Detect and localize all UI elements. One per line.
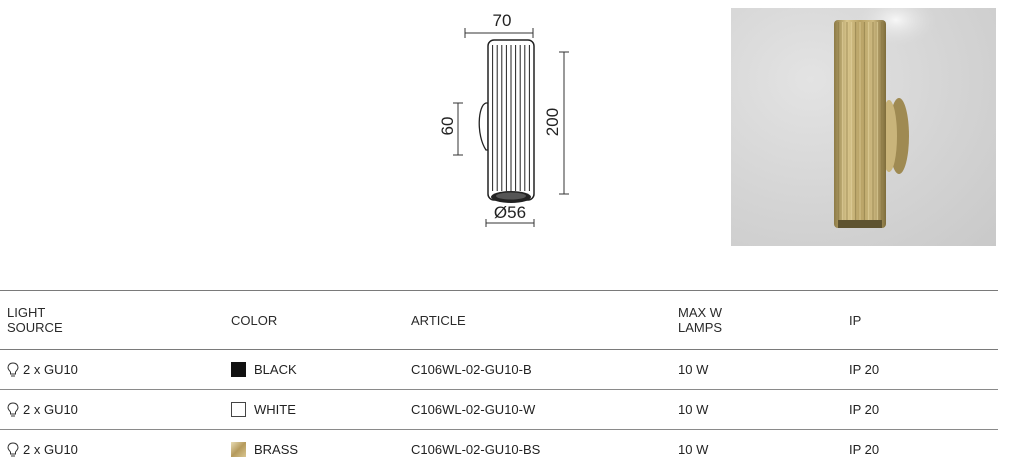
mount-label: 60 <box>438 117 457 136</box>
article-value: C106WL-02-GU10-W <box>411 402 536 417</box>
spec-table: LIGHT SOURCE COLOR ARTICLE MAX W LAMPS I… <box>0 290 998 469</box>
table-header-row: LIGHT SOURCE COLOR ARTICLE MAX W LAMPS I… <box>0 290 998 350</box>
color-swatch <box>231 402 246 417</box>
header-color: COLOR <box>231 312 278 328</box>
bulb-icon <box>7 401 19 416</box>
color-swatch <box>231 442 246 457</box>
color-swatch <box>231 362 246 377</box>
color-value: WHITE <box>254 402 296 417</box>
color-value: BLACK <box>254 362 297 377</box>
header-light-source: LIGHT SOURCE <box>7 305 63 335</box>
article-value: C106WL-02-GU10-BS <box>411 442 541 457</box>
header-article: ARTICLE <box>411 312 466 328</box>
light-source-value: 2 x GU10 <box>23 442 78 457</box>
bulb-icon <box>7 441 19 456</box>
ip-value: IP 20 <box>849 362 880 377</box>
table-row: 2 x GU10 BLACK C106WL-02-GU10-B 10 W IP … <box>0 350 998 390</box>
height-label: 200 <box>543 108 562 136</box>
product-photo <box>731 8 996 246</box>
dimension-drawing-svg: 70 60 200 Ø56 <box>438 11 569 227</box>
bulb-icon <box>7 361 19 376</box>
article-value: C106WL-02-GU10-B <box>411 362 532 377</box>
header-ip: IP <box>849 312 862 328</box>
header-max-w: MAX W LAMPS <box>678 305 723 335</box>
width-label: 70 <box>493 11 512 30</box>
max-w-value: 10 W <box>678 402 709 417</box>
color-value: BRASS <box>254 442 299 457</box>
mount-plate <box>478 102 489 151</box>
table-row: 2 x GU10 BRASS C106WL-02-GU10-BS 10 W IP… <box>0 430 998 469</box>
technical-drawing: 70 60 200 Ø56 <box>420 5 590 240</box>
light-source-value: 2 x GU10 <box>23 362 78 377</box>
max-w-value: 10 W <box>678 362 709 377</box>
light-source-value: 2 x GU10 <box>23 402 78 417</box>
max-w-value: 10 W <box>678 442 709 457</box>
table-row: 2 x GU10 WHITE C106WL-02-GU10-W 10 W IP … <box>0 390 998 430</box>
flutes <box>492 45 530 191</box>
diameter-label: Ø56 <box>494 203 526 222</box>
ip-value: IP 20 <box>849 442 880 457</box>
ip-value: IP 20 <box>849 402 880 417</box>
